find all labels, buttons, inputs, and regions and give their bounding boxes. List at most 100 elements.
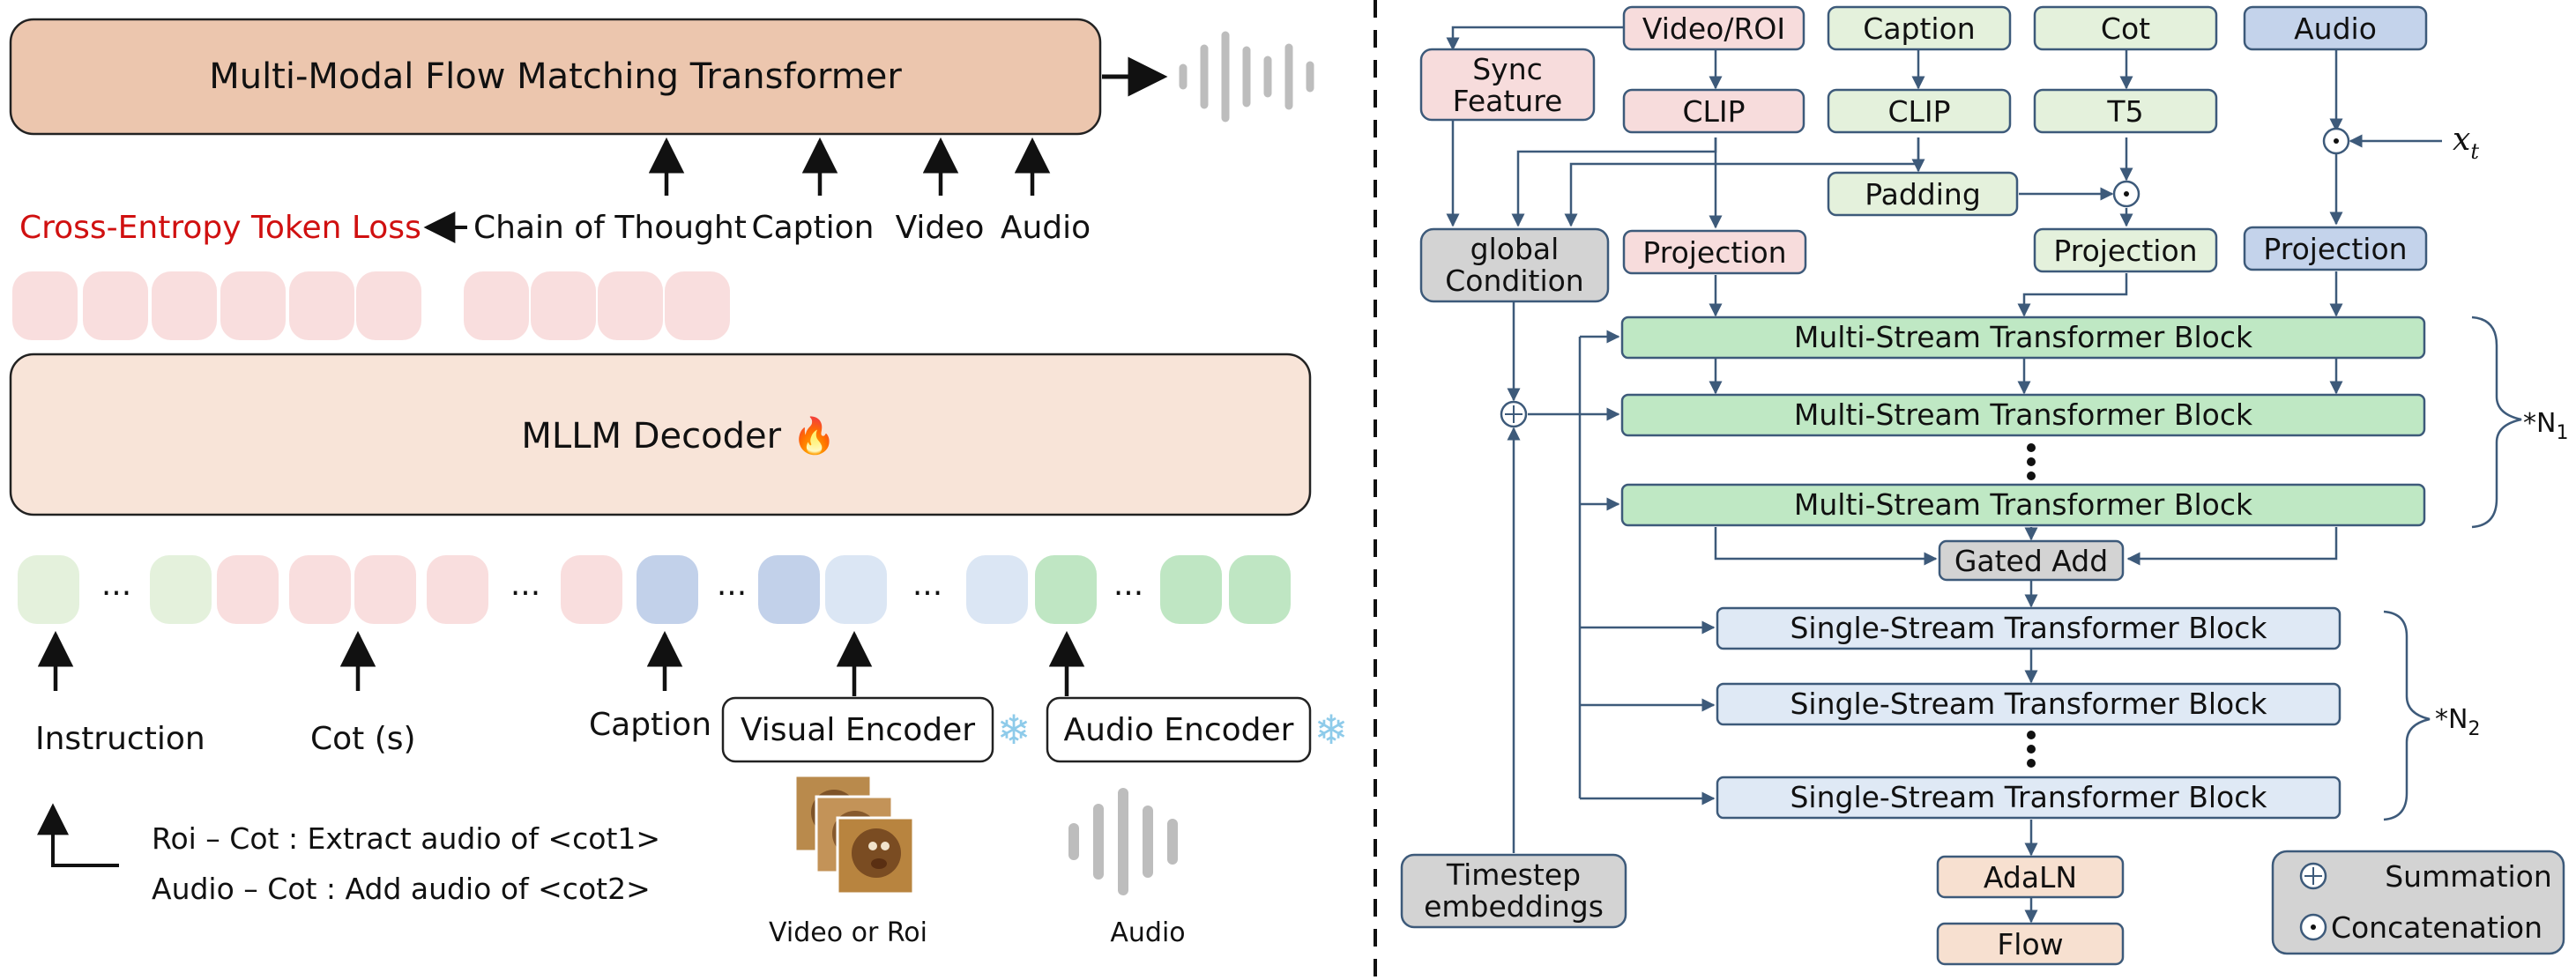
input-token (1035, 555, 1097, 624)
audio-box (2243, 5, 2428, 51)
visual-encoder-frozen-icon: ❄ (997, 706, 1031, 754)
gated-add-label: Gated Add (1954, 544, 2108, 578)
video-input-label: Video (896, 210, 985, 246)
clip-video-label: CLIP (1682, 94, 1745, 129)
audio-waveform-label: Audio (1110, 917, 1185, 948)
ellipsis: ... (717, 567, 747, 603)
input-token (637, 555, 698, 624)
instruction-label: Instruction (35, 721, 205, 757)
input-arrows (37, 630, 1085, 696)
video-roi-box (1622, 5, 1805, 51)
multi-stream-block-1 (1620, 316, 2426, 360)
video-or-roi-label: Video or Roi (769, 917, 927, 948)
cross-entropy-loss-label: Cross-Entropy Token Loss (19, 210, 421, 246)
multi-stream-block-2 (1620, 393, 2426, 437)
input-token (758, 555, 820, 624)
projection-audio-box (2243, 226, 2428, 271)
output-token (356, 271, 421, 340)
t5-label: T5 (2106, 94, 2143, 129)
input-waveform-icon (1068, 788, 1178, 895)
global-condition-label-2: Condition (1445, 264, 1583, 298)
sync-feature-box (1419, 48, 1596, 122)
n1-label: *N1 (2523, 408, 2568, 444)
input-token (217, 555, 279, 624)
mllm-decoder-box (9, 353, 1312, 516)
caption-box (1827, 5, 2012, 51)
multi-stream-block-1-label: Multi-Stream Transformer Block (1794, 320, 2253, 354)
sync-feature-label-2: Feature (1453, 84, 1563, 118)
t5-box (2033, 88, 2218, 134)
input-token (18, 555, 79, 624)
left-panel: Multi-Modal Flow Matching Transformer Cr… (9, 18, 1348, 948)
ellipsis: ... (101, 567, 131, 603)
audio-input-label: Audio (1001, 210, 1091, 246)
caption-label: Caption (589, 707, 711, 743)
single-stream-block-3-label: Single-Stream Transformer Block (1790, 780, 2267, 814)
video-roi-label: Video/ROI (1642, 11, 1785, 46)
projection-audio-label: Projection (2263, 232, 2407, 266)
flow-matching-transformer-box (9, 18, 1102, 136)
global-condition-box (1419, 227, 1610, 303)
legend: Summation Concatenation (2271, 850, 2565, 955)
legend-concatenation-label: Concatenation (2331, 910, 2542, 945)
timestep-label-1: Timestep (1446, 858, 1581, 892)
audio-box-label: Audio (2294, 11, 2377, 46)
output-waveform-icon (1179, 31, 1314, 122)
multi-stream-block-3-label: Multi-Stream Transformer Block (1794, 487, 2253, 522)
padding-label: Padding (1865, 177, 1981, 212)
video-frames-image (793, 774, 915, 895)
padding-box (1827, 171, 2019, 217)
visual-encoder-box (721, 696, 994, 763)
flow-matching-transformer-label: Multi-Modal Flow Matching Transformer (209, 56, 902, 97)
condition-input-arrows (648, 137, 1051, 196)
ellipsis: ... (1113, 567, 1143, 603)
input-token (966, 555, 1028, 624)
cot-box (2033, 5, 2218, 51)
flow-label: Flow (1997, 927, 2063, 961)
output-token-row (12, 271, 730, 340)
single-stream-block-3 (1716, 776, 2341, 820)
single-stream-block-2 (1716, 682, 2341, 726)
projection-text-box (2033, 227, 2218, 273)
global-condition-label-1: global (1470, 232, 1560, 266)
flow-box (1936, 922, 2125, 966)
roi-cot-note: Roi – Cot : Extract audio of <cot1> (152, 821, 660, 856)
repeat-dots (2027, 443, 2036, 768)
input-token (427, 555, 488, 624)
projection-text-label: Projection (2053, 234, 2197, 268)
timestep-embeddings-box (1400, 853, 1627, 929)
audio-encoder-box (1046, 696, 1312, 763)
edges (1446, 26, 2522, 924)
timestep-label-2: embeddings (1424, 889, 1604, 924)
adaln-box (1936, 855, 2125, 899)
caption-input-label: Caption (751, 210, 874, 246)
visual-encoder-label: Visual Encoder (741, 712, 975, 748)
output-token (220, 271, 286, 340)
audio-cot-note: Audio – Cot : Add audio of <cot2> (152, 872, 651, 906)
output-token (531, 271, 596, 340)
output-token (12, 271, 78, 340)
input-token (289, 555, 351, 624)
single-stream-block-2-label: Single-Stream Transformer Block (1790, 687, 2267, 721)
output-token (464, 271, 529, 340)
ellipsis: ... (912, 567, 942, 603)
ellipsis: ... (510, 567, 540, 603)
clip-caption-box (1827, 88, 2012, 134)
multi-stream-block-3 (1620, 483, 2426, 527)
input-token-row: ... ... ... ... ... (18, 555, 1291, 624)
n1-brace (2471, 316, 2522, 529)
input-token (1160, 555, 1222, 624)
x-t-label: xt (2453, 122, 2479, 164)
audio-encoder-label: Audio Encoder (1064, 712, 1294, 748)
input-token (561, 555, 622, 624)
output-token (665, 271, 730, 340)
cot-s-label: Cot (s) (310, 721, 416, 757)
single-stream-block-1 (1716, 606, 2341, 650)
sync-feature-label-1: Sync (1472, 52, 1543, 86)
caption-box-label: Caption (1863, 11, 1975, 46)
right-panel: Sync Feature Video/ROI Caption Cot Audio… (1400, 5, 2568, 966)
projection-video-label: Projection (1642, 235, 1786, 270)
input-token (354, 555, 416, 624)
clip-caption-label: CLIP (1887, 94, 1950, 129)
